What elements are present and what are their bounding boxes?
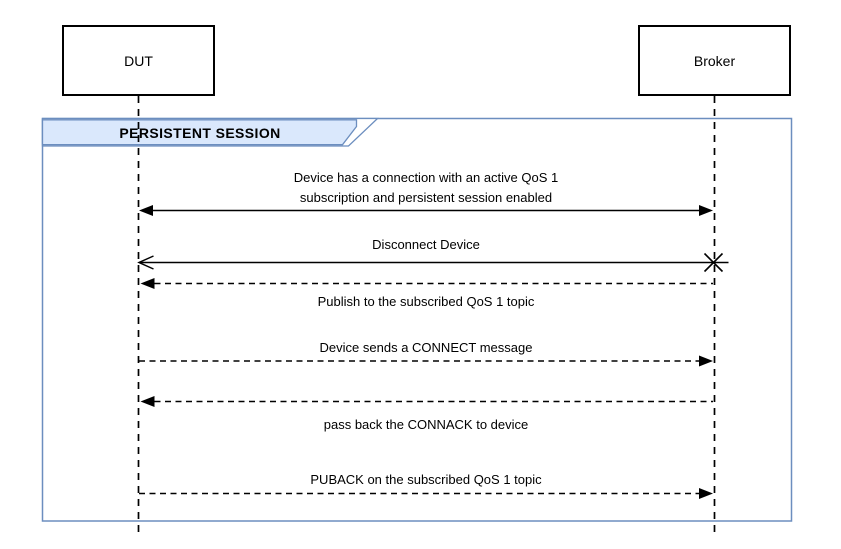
frame-title: PERSISTENT SESSION: [119, 125, 281, 141]
frame-label-tab: [41, 119, 358, 146]
arrowhead-right-icon: [699, 488, 713, 499]
cross-marker-icon: [703, 252, 724, 273]
message-label-2: Disconnect Device: [372, 237, 480, 252]
message-label-1-line-2: subscription and persistent session enab…: [299, 190, 553, 205]
message-label-1-line-1: Device has a connection with an active Q…: [293, 170, 559, 185]
actor-box-broker: Broker: [638, 25, 791, 96]
open-arrowhead-left-icon: [137, 255, 154, 270]
arrowhead-left-icon: [140, 278, 155, 289]
message-label-3: Publish to the subscribed QoS 1 topic: [317, 294, 535, 309]
arrowhead-right-icon: [699, 205, 713, 216]
frame-border-rect: [41, 117, 793, 522]
actor-label-dut: DUT: [124, 52, 153, 69]
message-label-5: pass back the CONNACK to device: [323, 417, 529, 432]
actor-box-dut: DUT: [62, 25, 215, 96]
arrowhead-left-icon: [140, 396, 155, 407]
arrowhead-right-icon: [699, 355, 713, 367]
message-label-6: PUBACK on the subscribed QoS 1 topic: [310, 472, 542, 487]
message-label-1: Device has a connection with an active Q…: [294, 168, 558, 208]
message-label-4: Device sends a CONNECT message: [319, 340, 533, 355]
arrowhead-left-icon: [139, 205, 153, 216]
actor-label-broker: Broker: [693, 52, 736, 69]
